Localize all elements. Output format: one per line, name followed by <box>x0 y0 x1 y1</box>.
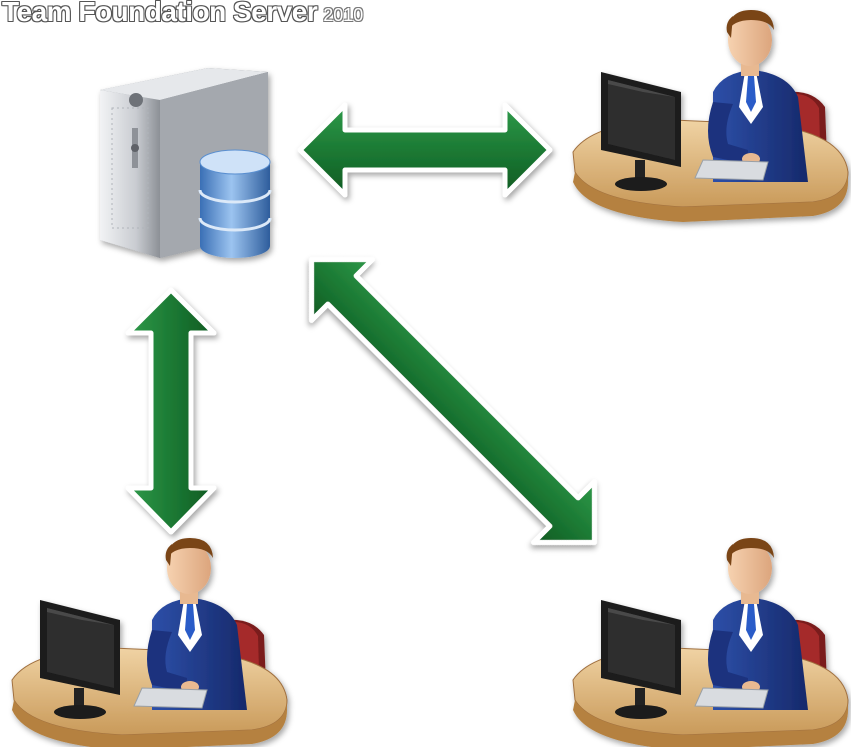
arrow-server-to-top-right <box>297 102 553 198</box>
workstation-bottom-right <box>572 537 849 747</box>
arrow-server-to-bottom-right <box>309 257 597 545</box>
product-version: 2010 <box>323 5 364 25</box>
server-database-icon <box>100 68 272 258</box>
arrow-server-to-bottom-left <box>125 287 217 535</box>
product-name: Team Foundation Server <box>2 0 318 27</box>
workstation-top-right <box>572 9 849 223</box>
workstation-bottom-left <box>11 537 288 747</box>
